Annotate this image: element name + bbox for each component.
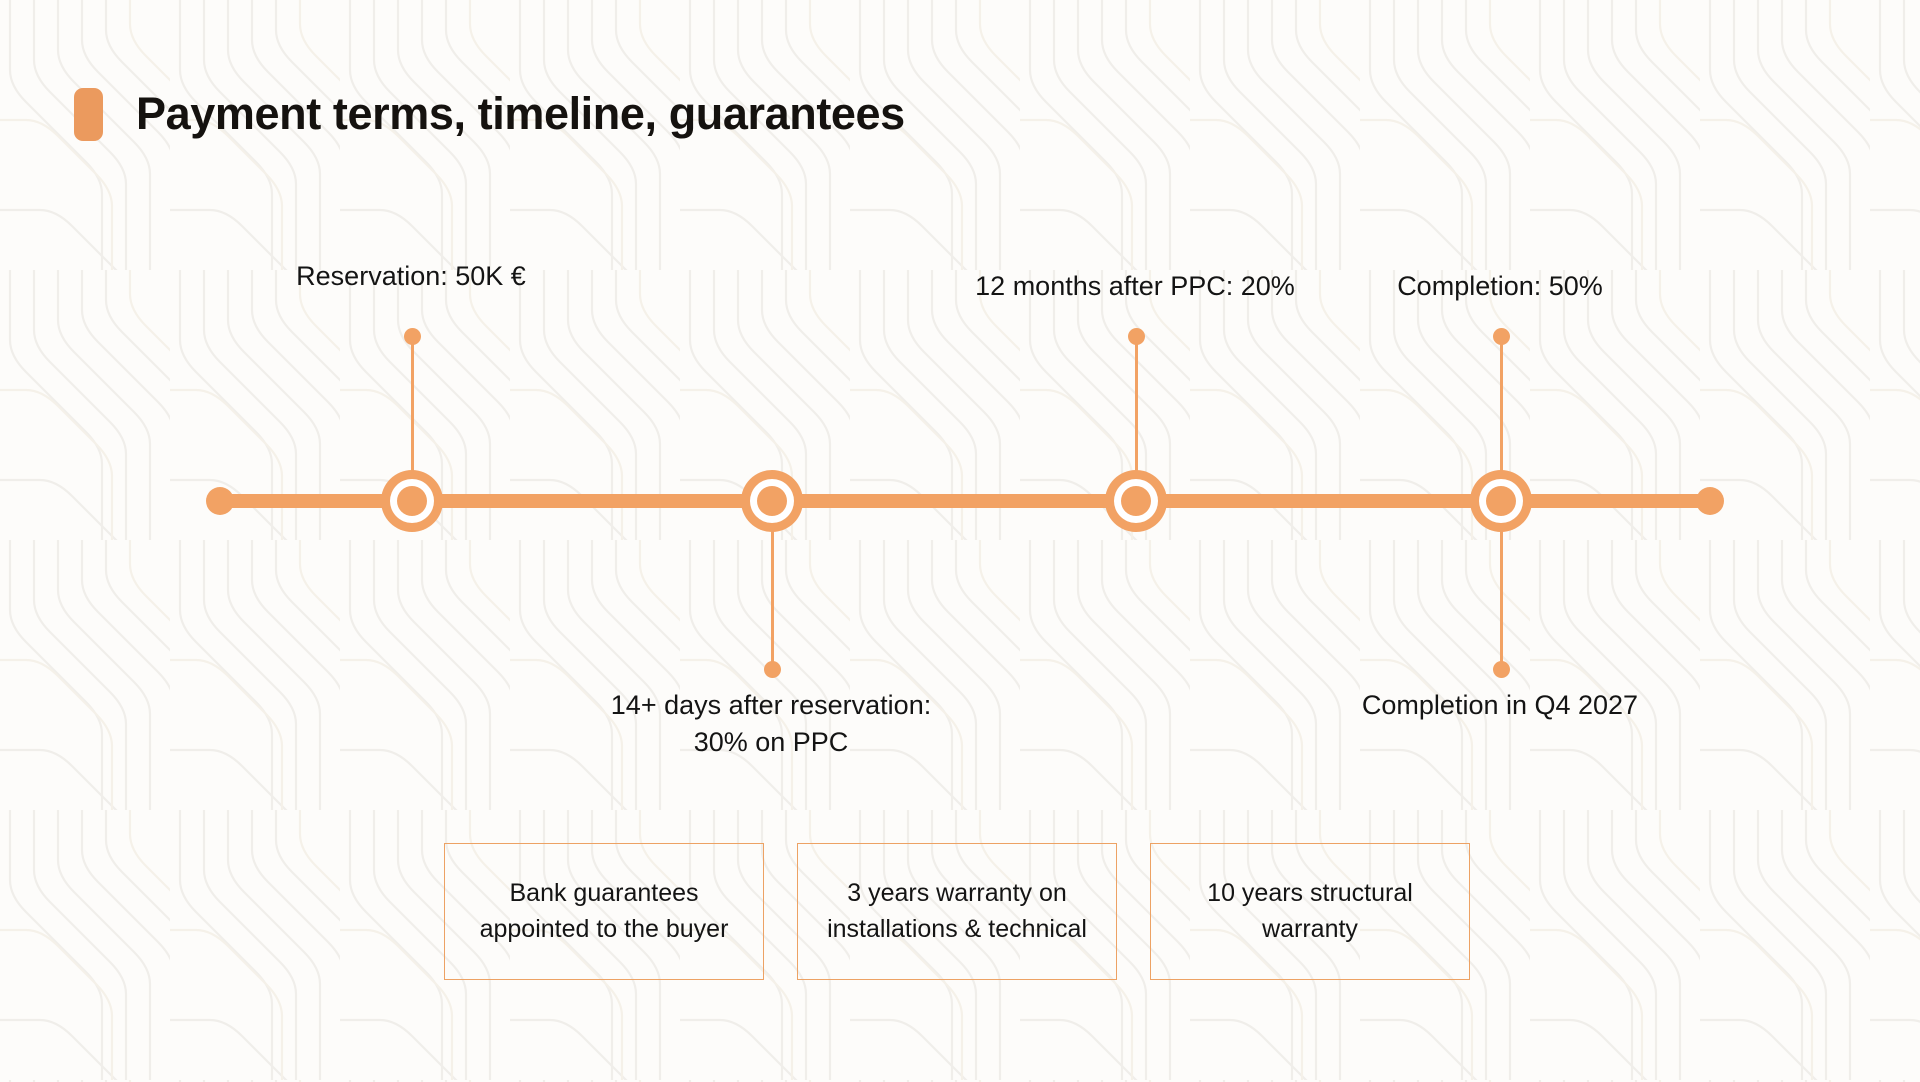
guarantee-box-bank-guarantees: Bank guarantees appointed to the buyer — [444, 843, 764, 980]
page-title-row: Payment terms, timeline, guarantees — [74, 78, 905, 150]
milestone-label-line: Completion in Q4 2027 — [1361, 690, 1639, 720]
timeline-node-ppc-payment[interactable] — [741, 470, 803, 532]
guarantee-box-installations-warranty: 3 years warranty on installations & tech… — [797, 843, 1117, 980]
stem-dot-reservation — [404, 328, 421, 345]
milestone-label-line: Reservation: 50K € — [296, 261, 526, 291]
guarantee-line: Bank guarantees — [509, 879, 699, 907]
milestone-label-line: 30% on PPC — [693, 727, 849, 758]
stem-dot-12-months-after-ppc — [1128, 328, 1145, 345]
timeline-node-reservation[interactable] — [381, 470, 443, 532]
node-ring — [1479, 479, 1523, 523]
node-core — [397, 486, 427, 516]
node-ring — [390, 479, 434, 523]
guarantee-line: 3 years warranty on — [847, 879, 1067, 907]
node-ring — [750, 479, 794, 523]
node-core — [757, 486, 787, 516]
guarantee-line: installations & — [827, 914, 982, 943]
timeline-node-12-months-after-ppc[interactable] — [1105, 470, 1167, 532]
stem-dot-completion-date — [1493, 661, 1510, 678]
guarantee-line: appointed to the — [479, 914, 659, 943]
guarantee-line: 10 years structural — [1207, 879, 1413, 907]
milestone-label-line: 14+ days after reservation: — [610, 690, 932, 720]
node-ring — [1114, 479, 1158, 523]
guarantees-row: Bank guarantees appointed to the buyer 3… — [444, 843, 1470, 980]
milestone-label-ppc-payment: 14+ days after reservation: 30% on PPC — [521, 687, 1021, 762]
milestone-label-completion-date: Completion in Q4 2027 — [1250, 687, 1750, 724]
title-accent-bar — [74, 87, 103, 141]
timeline-node-completion[interactable] — [1470, 470, 1532, 532]
guarantee-box-structural-warranty: 10 years structural warranty — [1150, 843, 1470, 980]
stem-dot-ppc-payment — [764, 661, 781, 678]
node-core — [1121, 486, 1151, 516]
guarantee-line: warranty — [1262, 914, 1358, 943]
milestone-label-reservation: Reservation: 50K € — [161, 258, 661, 295]
guarantee-box-text: Bank guarantees appointed to the buyer — [461, 876, 747, 947]
guarantee-box-text: 10 years structural warranty — [1167, 876, 1453, 947]
milestone-label-line: Completion: 50% — [1397, 271, 1603, 301]
milestone-label-completion-payment: Completion: 50% — [1250, 268, 1750, 305]
guarantee-line: technical — [988, 914, 1087, 943]
guarantee-box-text: 3 years warranty on installations & tech… — [814, 876, 1100, 947]
timeline-end-cap — [1696, 487, 1724, 515]
node-core — [1486, 486, 1516, 516]
page-title: Payment terms, timeline, guarantees — [136, 88, 905, 139]
guarantee-line: buyer — [665, 914, 729, 943]
stem-dot-completion-payment — [1493, 328, 1510, 345]
